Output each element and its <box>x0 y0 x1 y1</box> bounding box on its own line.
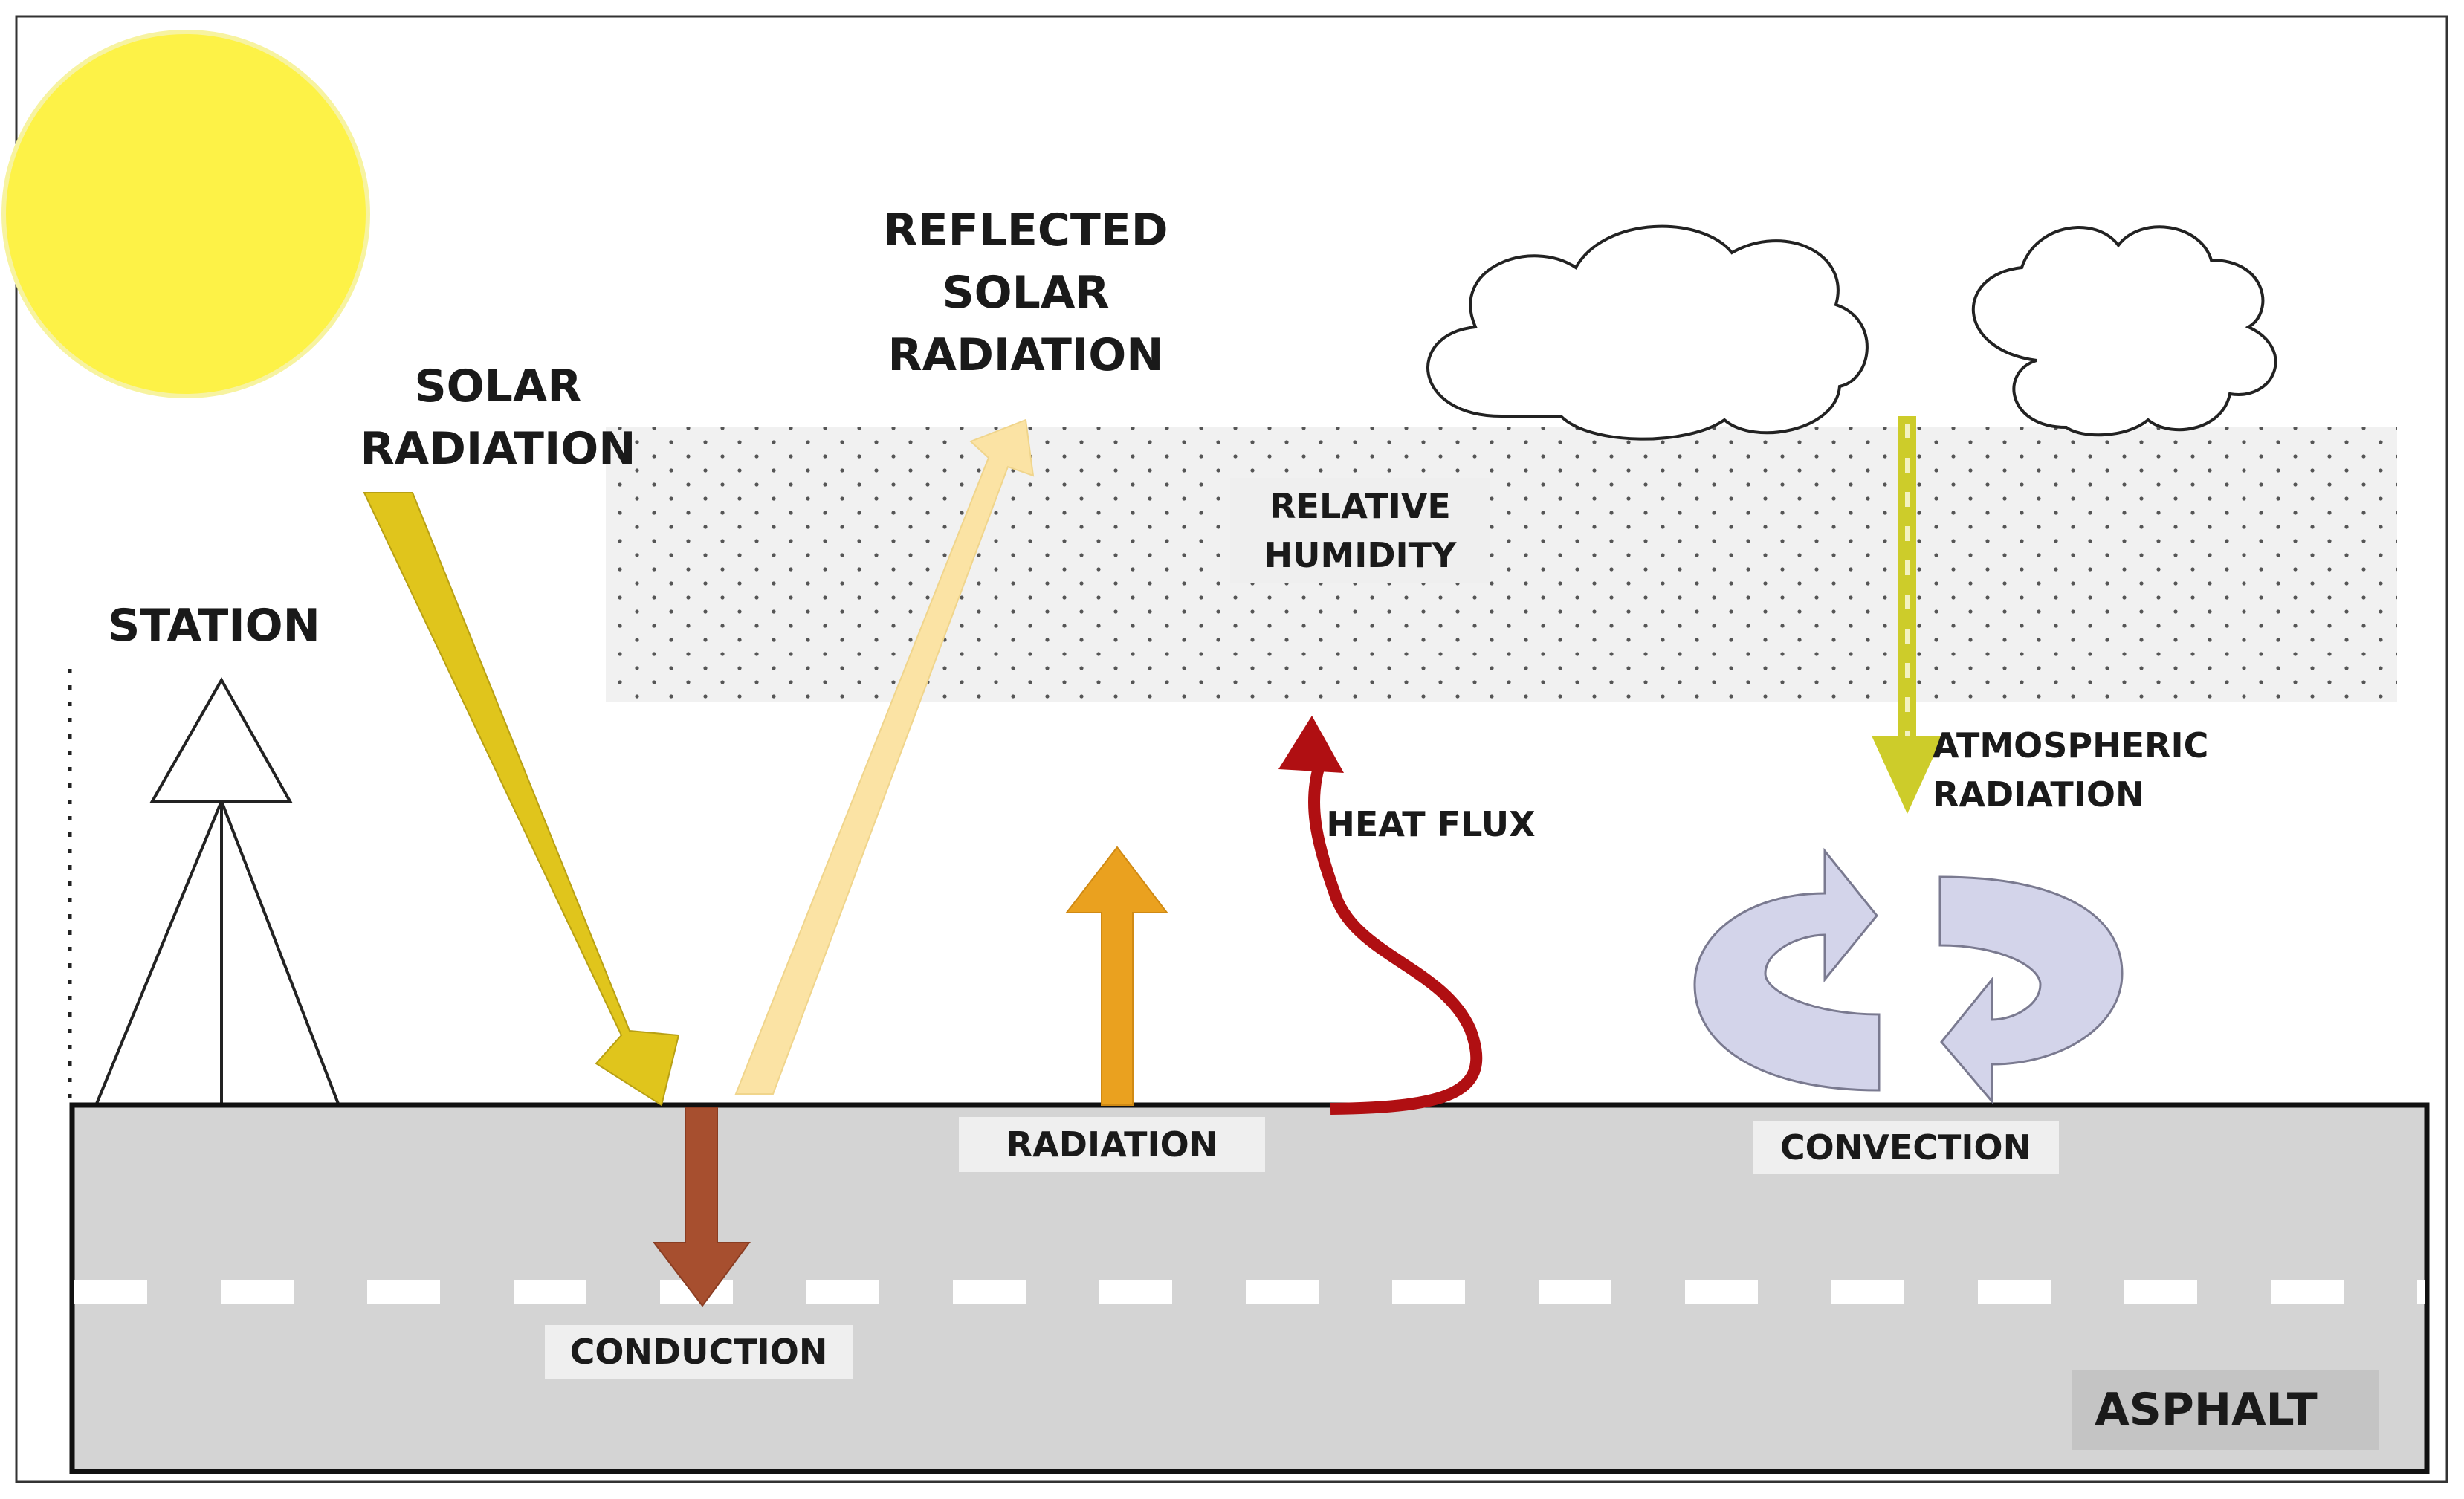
station-icon <box>68 669 340 1104</box>
asphalt-label-box <box>2072 1370 2379 1450</box>
cloud-icon <box>1426 224 1869 441</box>
heat-flux-label: HEAT FLUX <box>1326 804 1536 844</box>
station-label: STATION <box>108 600 320 652</box>
sun-icon <box>1 30 370 398</box>
humidity-label-box <box>1230 478 1490 583</box>
asphalt-label: ASPHALT <box>2095 1384 2318 1436</box>
reflected-solar-radiation-label: REFLECTED SOLAR RADIATION <box>883 204 1168 381</box>
reflected-radiation-arrow <box>734 418 1035 1095</box>
heat-flux-arrow <box>1278 716 1483 1115</box>
conduction-label: CONDUCTION <box>569 1332 828 1372</box>
convection-label-box <box>1753 1121 2059 1174</box>
atmospheric-radiation-label: ATMOSPHERIC RADIATION <box>1933 725 2209 815</box>
convection-arrows-icon <box>1693 847 2124 1105</box>
radiation-label-box <box>959 1117 1265 1172</box>
humidity-band <box>606 427 2397 702</box>
relative-humidity-label: RELATIVE HUMIDITY <box>1264 486 1457 575</box>
radiation-label: RADIATION <box>1006 1124 1218 1165</box>
radiation-arrow <box>1064 846 1169 1106</box>
conduction-label-box <box>545 1325 853 1379</box>
solar-radiation-label: SOLAR RADIATION <box>360 360 636 475</box>
atmospheric-radiation-arrow <box>1872 416 1943 814</box>
solar-radiation-arrow <box>363 492 680 1107</box>
convection-label: CONVECTION <box>1779 1127 2032 1168</box>
conduction-arrow <box>652 1107 751 1307</box>
cloud-icon <box>1972 225 2277 437</box>
